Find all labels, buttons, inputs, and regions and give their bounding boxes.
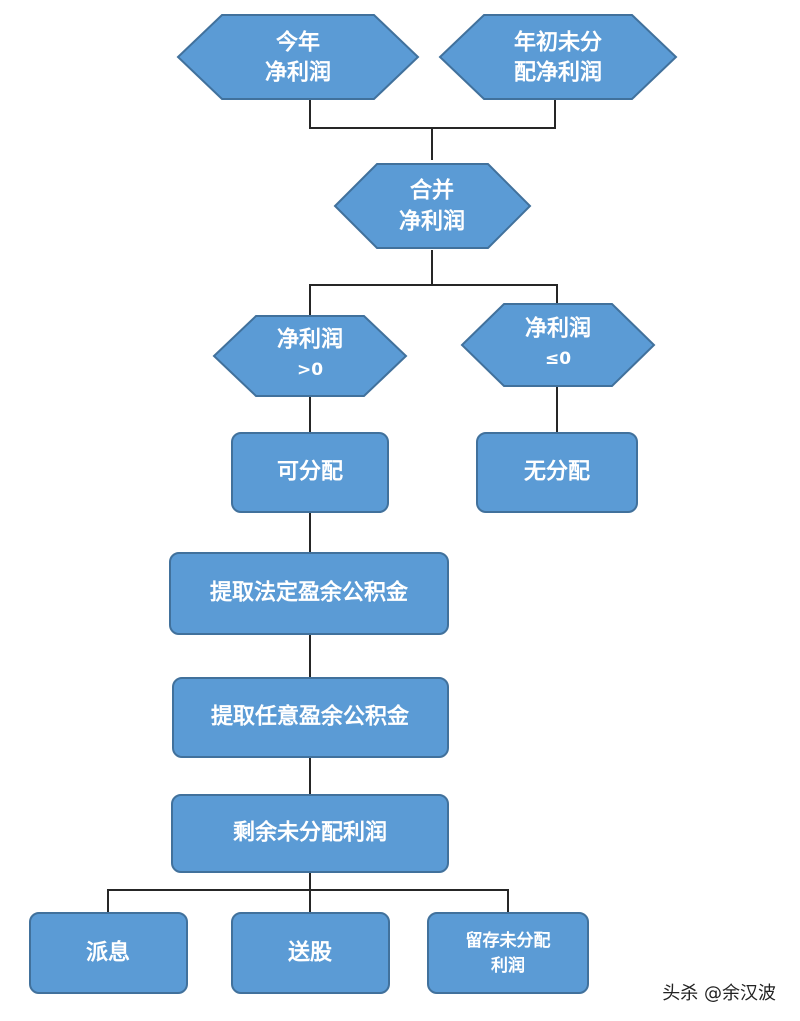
- node-this-year-net-profit: 今年 净利润: [176, 14, 420, 100]
- node-net-profit-positive-line2: >0: [297, 360, 323, 380]
- node-remaining-undistributed-profit: 剩余未分配利润: [171, 794, 449, 873]
- node-net-profit-positive: 净利润 >0: [212, 315, 408, 397]
- node-bonus-shares-label: 送股: [288, 940, 332, 966]
- node-distributable: 可分配: [231, 432, 389, 513]
- node-net-profit-positive-line1: 净利润: [277, 327, 343, 353]
- node-combined-net-profit: 合并 净利润: [333, 163, 532, 249]
- node-beginning-undistributed-profit: 年初未分 配净利润: [438, 14, 678, 100]
- node-this-year-net-profit-line2: 净利润: [265, 60, 331, 86]
- connector-remaining-to-outcomes: [107, 872, 509, 913]
- node-combined-net-profit-line2: 净利润: [399, 209, 465, 235]
- node-this-year-net-profit-line1: 今年: [276, 30, 320, 56]
- node-net-profit-non-positive-line1: 净利润: [525, 316, 591, 342]
- connector-split-by-profit: [309, 250, 558, 316]
- node-dividend-label: 派息: [86, 940, 130, 966]
- node-discretionary-surplus-reserve: 提取任意盈余公积金: [172, 677, 449, 758]
- node-statutory-surplus-reserve-label: 提取法定盈余公积金: [210, 580, 409, 606]
- node-retained-undistributed-profit: 留存未分配 利润: [427, 912, 589, 994]
- node-retained-undistributed-profit-line2: 利润: [491, 955, 525, 976]
- node-net-profit-non-positive-line2: ≤0: [545, 349, 571, 369]
- node-retained-undistributed-profit-line1: 留存未分配: [466, 930, 551, 951]
- node-not-distributable-label: 无分配: [524, 460, 590, 485]
- connector-top-merge: [309, 100, 556, 160]
- node-remaining-undistributed-profit-label: 剩余未分配利润: [233, 820, 387, 846]
- node-net-profit-non-positive: 净利润 ≤0: [460, 303, 656, 387]
- node-beginning-undistributed-profit-line2: 配净利润: [514, 60, 602, 86]
- node-dividend: 派息: [29, 912, 188, 994]
- node-discretionary-surplus-reserve-label: 提取任意盈余公积金: [211, 704, 410, 730]
- node-combined-net-profit-line1: 合并: [410, 178, 454, 204]
- node-beginning-undistributed-profit-line1: 年初未分: [514, 30, 602, 56]
- node-not-distributable: 无分配: [476, 432, 638, 513]
- source-watermark: 头杀 @余汉波: [662, 983, 776, 1004]
- node-statutory-surplus-reserve: 提取法定盈余公积金: [169, 552, 449, 635]
- node-bonus-shares: 送股: [231, 912, 390, 994]
- node-distributable-label: 可分配: [277, 460, 343, 485]
